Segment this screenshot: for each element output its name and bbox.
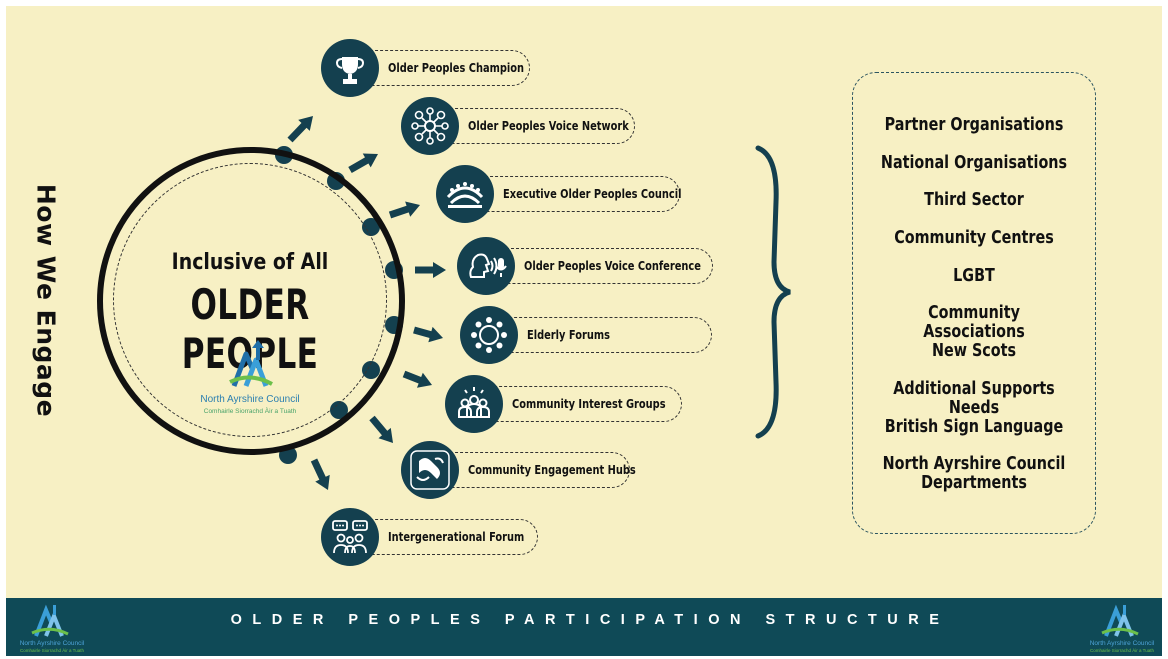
- branch-arrow: [415, 262, 446, 278]
- footer-logo-right-name: North Ayrshire Council: [1089, 640, 1155, 647]
- footer-logo-left: North Ayrshire Council Comhairle Siorrac…: [12, 600, 92, 656]
- branch-arrow: [413, 326, 443, 343]
- council-logo: North Ayrshire Council Comhairle Siorrac…: [190, 338, 310, 428]
- branch-label: Executive Older Peoples Council: [503, 187, 682, 201]
- voice-conference-icon: [457, 237, 515, 295]
- council-logo-name: North Ayrshire Council: [200, 394, 300, 405]
- branch-arrow: [348, 153, 378, 174]
- branch-arrow: [369, 415, 394, 444]
- branch-pill: [486, 248, 713, 284]
- branch-arrow: [388, 201, 421, 219]
- footer-logo-left-name: North Ayrshire Council: [19, 640, 85, 647]
- footer-logo-left-mark: [31, 604, 69, 637]
- branch-label: Older Peoples Voice Network: [468, 119, 629, 133]
- branch-pill: [350, 50, 530, 86]
- branch-pill: [465, 176, 680, 212]
- central-circle: [97, 147, 405, 455]
- partner-item: Community Centres: [894, 228, 1054, 249]
- partner-item: LGBT: [953, 265, 995, 286]
- council-chamber-icon: [436, 165, 494, 223]
- branch-pill: [350, 519, 538, 555]
- footer-bar: [6, 598, 1162, 656]
- curly-brace: [755, 145, 791, 439]
- branch-label: Elderly Forums: [527, 328, 610, 342]
- branch-pill: [474, 386, 682, 422]
- partner-item: Community Associations: [923, 303, 1025, 343]
- branch-label: Older Peoples Voice Conference: [524, 259, 701, 273]
- partner-item: British Sign Language: [884, 416, 1064, 437]
- partners-panel: [852, 72, 1096, 534]
- center-heading: Inclusive of All: [171, 250, 329, 275]
- partner-item: North Ayrshire Council Departments: [882, 454, 1066, 494]
- group-icon: [445, 375, 503, 433]
- branch-label: Intergenerational Forum: [388, 530, 525, 544]
- branch-pill: [430, 108, 635, 144]
- branch-arrow: [402, 370, 432, 388]
- branch-pill: [430, 452, 630, 488]
- council-logo-mark: [229, 340, 273, 387]
- forum-circle-icon: [460, 306, 518, 364]
- footer-logo-right-mark: [1101, 604, 1139, 637]
- partner-item: Partner Organisations: [884, 115, 1064, 135]
- council-logo-subtitle: Comhairle Siorrachd Àir a Tuath: [203, 408, 297, 415]
- branch-arrow: [287, 116, 313, 143]
- footer-title: OLDER PEOPLES PARTICIPATION STRUCTURE: [230, 612, 950, 628]
- trophy-icon: [321, 39, 379, 97]
- branch-pill: [489, 317, 712, 353]
- branch-label: Community Interest Groups: [512, 397, 666, 411]
- partner-item: New Scots: [931, 341, 1017, 362]
- hands-hub-icon: [401, 441, 459, 499]
- footer-logo-right-subtitle: Comhairle Siorrachd Àir a Tuath: [1089, 648, 1155, 653]
- conversation-icon: [321, 508, 379, 566]
- partner-item: National Organisations: [880, 152, 1068, 173]
- partner-item: Additional Supports Needs: [893, 378, 1055, 418]
- footer-logo-right: North Ayrshire Council Comhairle Siorrac…: [1082, 600, 1162, 656]
- footer-logo-left-subtitle: Comhairle Siorrachd Àir a Tuath: [19, 648, 85, 653]
- network-icon: [401, 97, 459, 155]
- branch-label: Older Peoples Champion: [388, 61, 525, 75]
- partner-item: Third Sector: [924, 190, 1024, 211]
- central-circle-inner-ring: [113, 163, 387, 437]
- branch-arrow: [310, 458, 330, 491]
- branch-label: Community Engagement Hubs: [468, 463, 636, 477]
